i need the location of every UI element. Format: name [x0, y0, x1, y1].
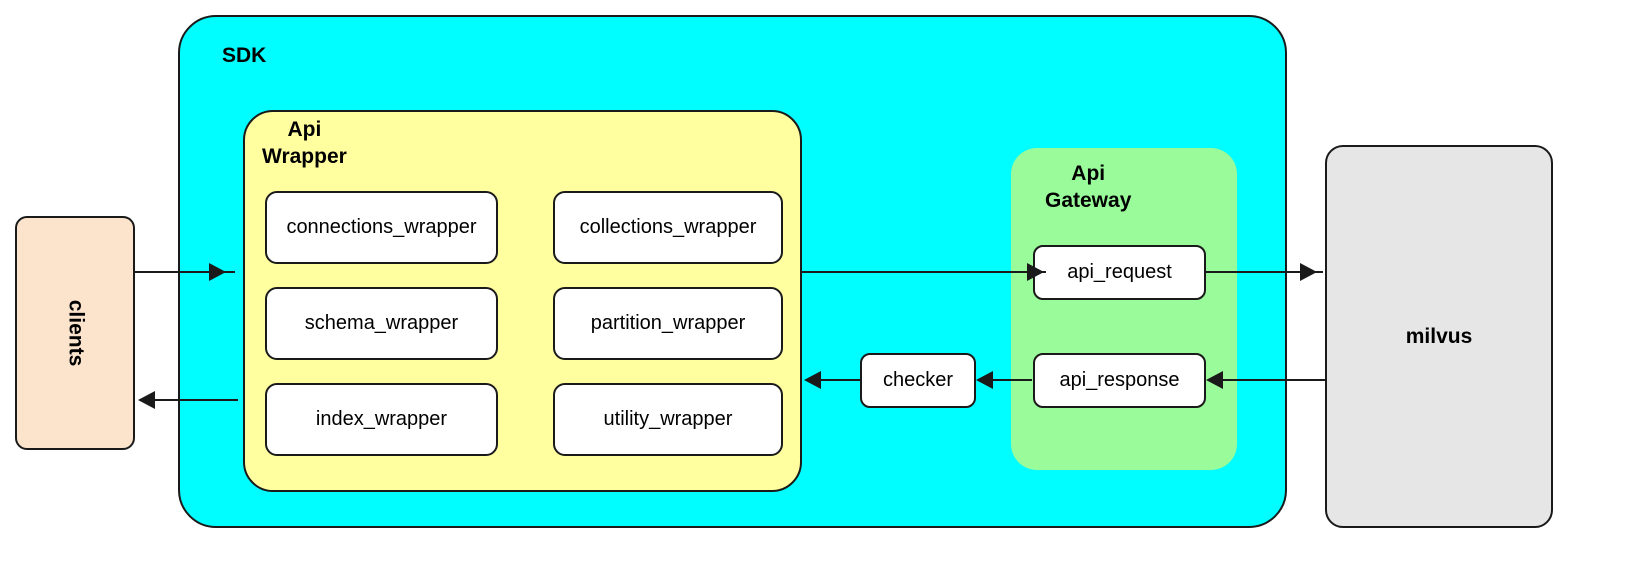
- api-gateway-container[interactable]: [1011, 148, 1237, 470]
- arrowhead-checker-to-wrapper-icon: [804, 371, 821, 389]
- milvus-label: milvus: [1405, 324, 1473, 348]
- connector-api-response-to-checker: [978, 379, 1032, 381]
- arrowhead-clients-to-wrapper-icon: [209, 263, 226, 281]
- node-api-request[interactable]: api_request: [1033, 245, 1206, 300]
- connector-clients-to-wrapper: [135, 271, 235, 273]
- milvus-box[interactable]: milvus: [1325, 145, 1553, 528]
- connector-milvus-to-api-response: [1208, 379, 1325, 381]
- api-wrapper-title: Api Wrapper: [262, 118, 347, 168]
- connector-api-request-to-milvus: [1205, 271, 1323, 273]
- api-gateway-title: Api Gateway: [1045, 162, 1132, 212]
- node-collections-wrapper[interactable]: collections_wrapper: [553, 191, 783, 264]
- node-schema-wrapper[interactable]: schema_wrapper: [265, 287, 498, 360]
- node-checker[interactable]: checker: [860, 353, 976, 408]
- clients-box[interactable]: clients: [15, 216, 135, 450]
- node-utility-wrapper[interactable]: utility_wrapper: [553, 383, 783, 456]
- node-api-response[interactable]: api_response: [1033, 353, 1206, 408]
- connector-checker-to-wrapper: [806, 379, 860, 381]
- node-partition-wrapper[interactable]: partition_wrapper: [553, 287, 783, 360]
- clients-label: clients: [64, 299, 87, 367]
- connector-wrapper-to-api-request: [801, 271, 1046, 273]
- arrowhead-wrapper-to-api-request-icon: [1027, 263, 1044, 281]
- node-connections-wrapper[interactable]: connections_wrapper: [265, 191, 498, 264]
- arrowhead-milvus-to-api-response-icon: [1206, 371, 1223, 389]
- arrowhead-api-request-to-milvus-icon: [1300, 263, 1317, 281]
- sdk-title: SDK: [222, 44, 267, 67]
- arrowhead-wrapper-to-clients-icon: [138, 391, 155, 409]
- node-index-wrapper[interactable]: index_wrapper: [265, 383, 498, 456]
- arrowhead-api-response-to-checker-icon: [976, 371, 993, 389]
- connector-wrapper-to-clients: [152, 399, 238, 401]
